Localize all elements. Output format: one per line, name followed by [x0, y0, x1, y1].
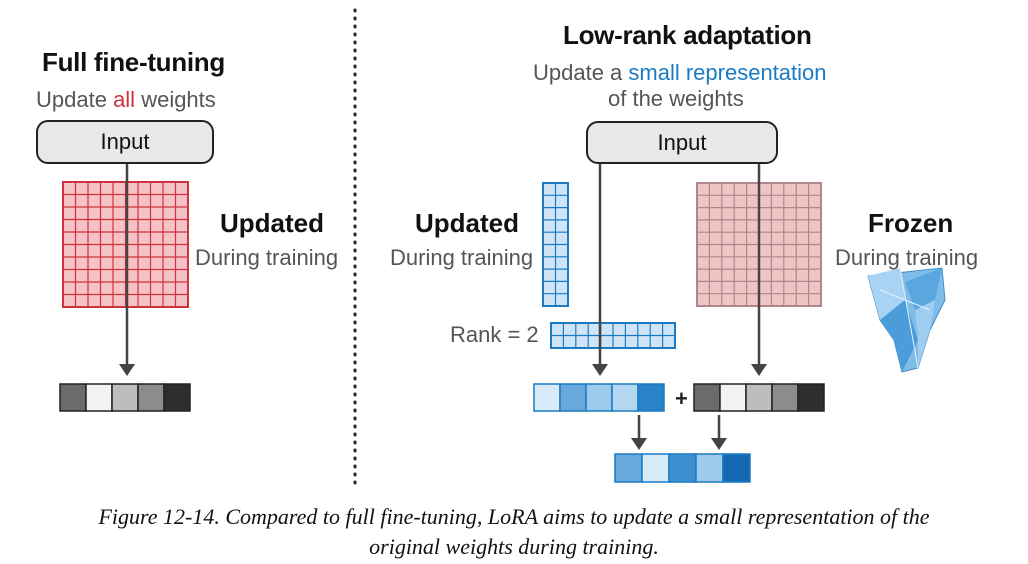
lora-sum-arrow — [631, 415, 647, 450]
lora-matrix-a — [542, 182, 569, 307]
frozen-during-training-label: During training — [835, 245, 979, 270]
plus-sign: + — [675, 386, 688, 411]
ice-icon — [867, 267, 946, 373]
left-during-training-label: During training — [195, 245, 339, 270]
subtitle-prefix: Update — [36, 87, 114, 112]
lora-output-vector — [533, 383, 665, 412]
left-input-arrow — [119, 164, 135, 376]
lora-updated-label: Updated — [415, 208, 519, 238]
frozen-output-vector — [693, 383, 825, 412]
left-output-vector — [59, 383, 191, 412]
lora-subtitle-line1: Update a small representation — [533, 60, 827, 86]
lora-matrix-b — [550, 322, 676, 349]
left-input-box: Input — [36, 120, 214, 164]
frozen-input-arrow — [751, 164, 767, 376]
lora-subtitle-highlight: small representation — [628, 60, 827, 85]
full-weight-matrix — [62, 181, 189, 308]
frozen-label: Frozen — [868, 208, 954, 238]
lora-subtitle-prefix: Update a — [533, 60, 629, 85]
lora-title: Low-rank adaptation — [563, 20, 812, 50]
subtitle-suffix: weights — [135, 87, 216, 112]
left-updated-label: Updated — [220, 208, 324, 238]
full-finetuning-subtitle: Update all weights — [36, 87, 216, 113]
full-finetuning-title: Full fine-tuning — [42, 47, 225, 77]
lora-during-training-label: During training — [390, 245, 534, 270]
subtitle-highlight-all: all — [113, 87, 136, 112]
lora-subtitle-line2: of the weights — [608, 86, 744, 111]
figure-caption-line1: Figure 12-14. Compared to full fine-tuni… — [98, 504, 930, 529]
summed-output-vector — [614, 453, 751, 483]
frozen-sum-arrow — [711, 415, 727, 450]
rank-label: Rank = 2 — [450, 322, 539, 347]
figure-caption-line2: original weights during training. — [369, 534, 659, 559]
right-input-box: Input — [586, 121, 778, 164]
lora-input-arrow — [592, 164, 608, 376]
